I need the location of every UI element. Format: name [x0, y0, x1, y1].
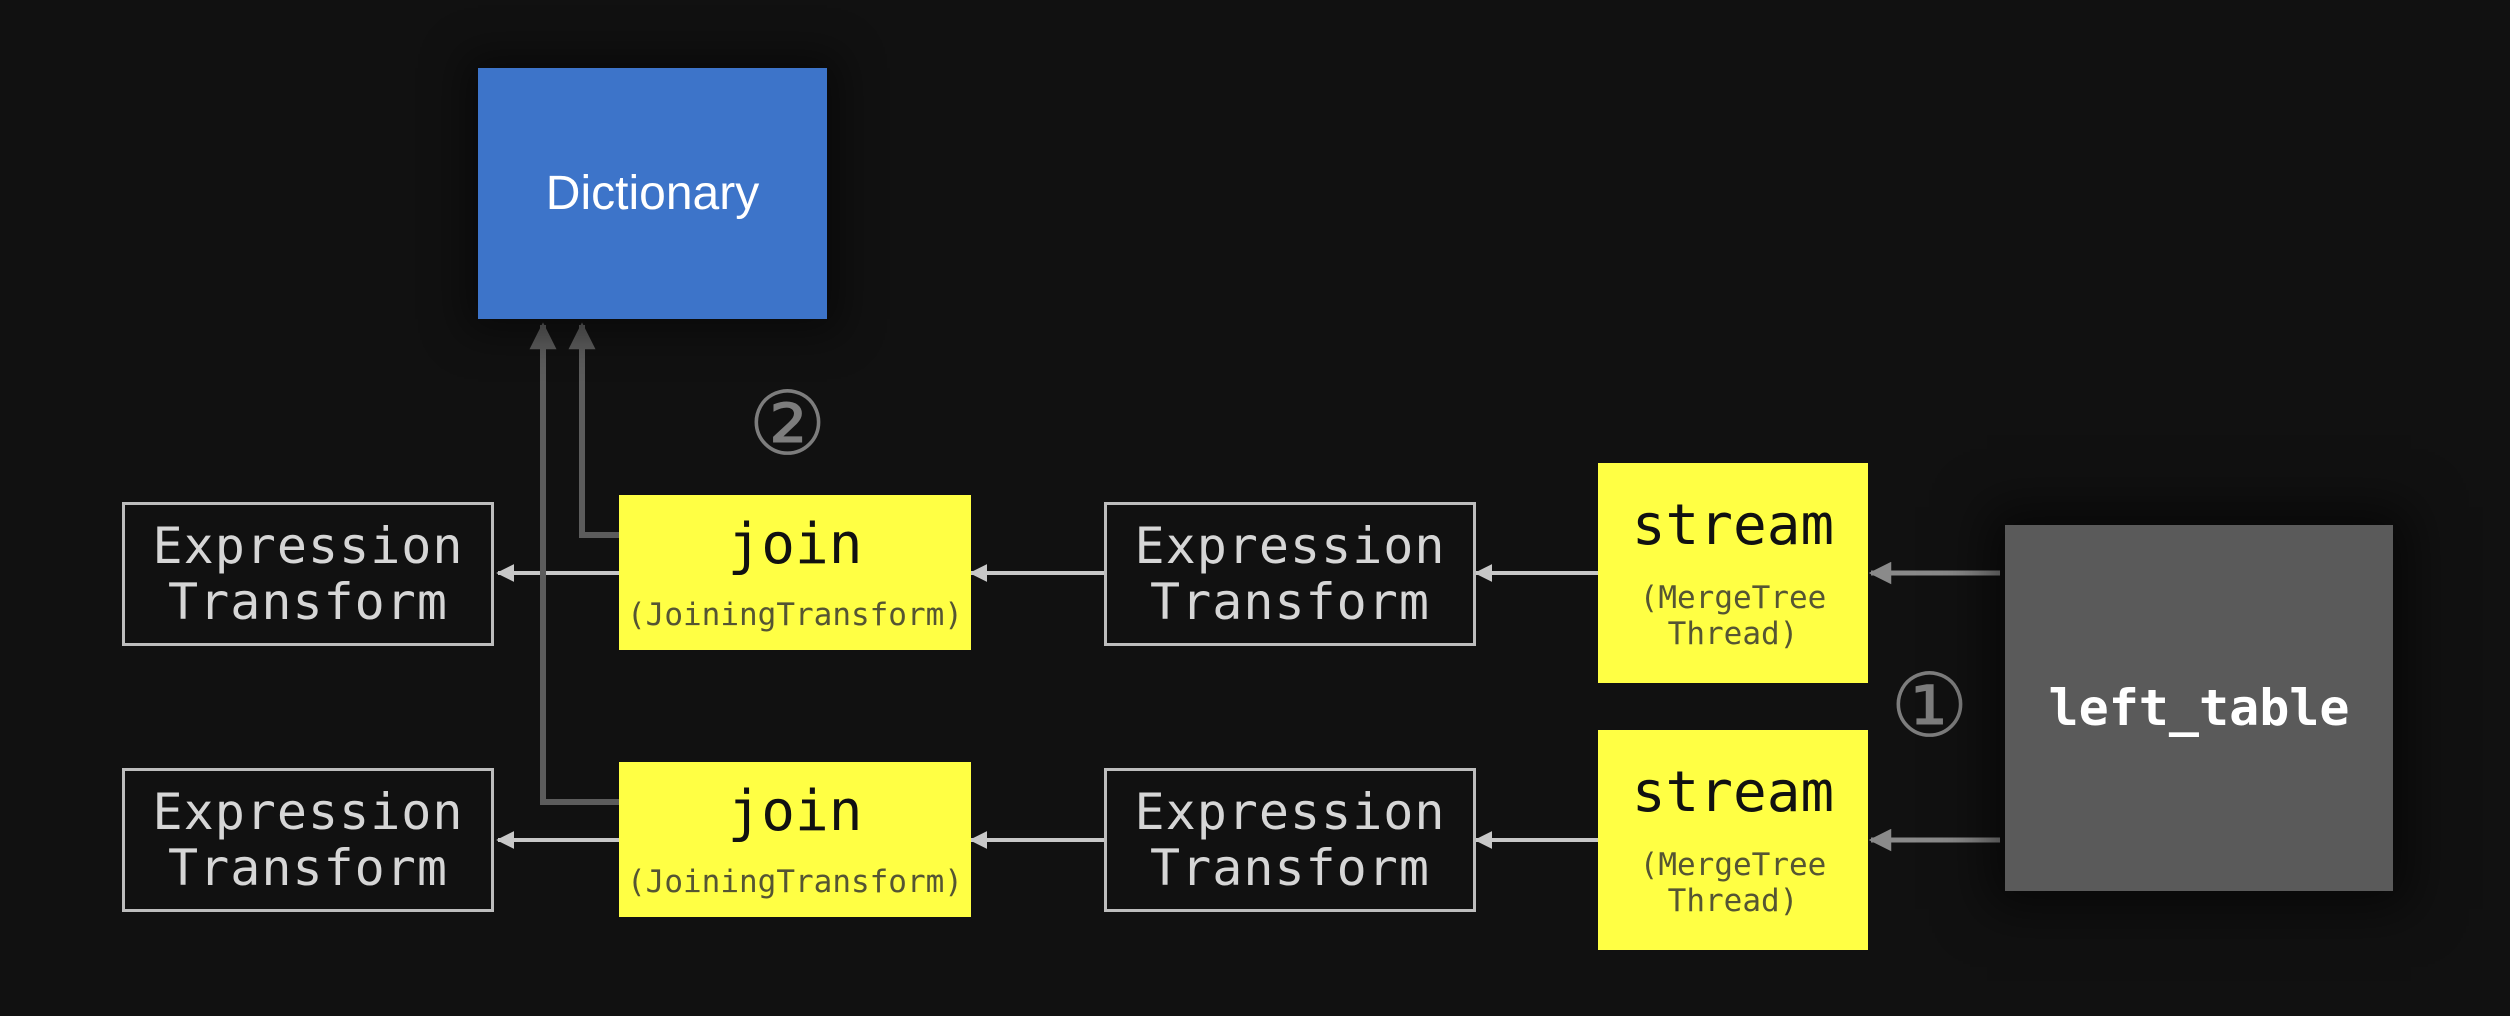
expression-transform-middle-2: Expression Transform: [1104, 768, 1476, 912]
arrow-join-1-to-dictionary: [568, 322, 619, 538]
expression-transform-middle-1: Expression Transform: [1104, 502, 1476, 646]
stream-node-2: stream (MergeTree Thread): [1598, 730, 1868, 950]
stream-sublabel-line-1: (MergeTree: [1639, 580, 1827, 616]
stream-sublabel-line-2: Thread): [1667, 616, 1799, 652]
join-node-1: join (JoiningTransform): [619, 495, 971, 650]
expression-label: Expression: [152, 517, 464, 575]
dictionary-label: Dictionary: [545, 167, 760, 220]
join-sublabel: (JoiningTransform): [627, 863, 963, 900]
expression-transform-left-2: Expression Transform: [122, 768, 494, 912]
arrow-join-2-to-dictionary: [529, 322, 619, 805]
left-table-node: left_table: [2005, 525, 2393, 891]
stream-sublabel-line-2: Thread): [1667, 883, 1799, 919]
stream-label: stream: [1631, 493, 1835, 558]
stream-label: stream: [1631, 760, 1835, 825]
transform-label: Transform: [1150, 573, 1430, 631]
join-sublabel: (JoiningTransform): [627, 596, 963, 633]
transform-label: Transform: [168, 839, 448, 897]
expression-label: Expression: [152, 783, 464, 841]
expression-label: Expression: [1134, 783, 1446, 841]
step-two-marker: ②: [748, 372, 827, 475]
left-table-label: left_table: [2048, 679, 2350, 737]
transform-label: Transform: [1150, 839, 1430, 897]
expression-transform-left-1: Expression Transform: [122, 502, 494, 646]
transform-label: Transform: [168, 573, 448, 631]
stream-node-1: stream (MergeTree Thread): [1598, 463, 1868, 683]
stream-sublabel-line-1: (MergeTree: [1639, 847, 1827, 883]
join-label: join: [727, 511, 863, 577]
join-label: join: [727, 778, 863, 844]
dictionary-node: Dictionary: [478, 68, 827, 319]
step-one-marker: ①: [1890, 654, 1969, 757]
expression-label: Expression: [1134, 517, 1446, 575]
join-node-2: join (JoiningTransform): [619, 762, 971, 917]
